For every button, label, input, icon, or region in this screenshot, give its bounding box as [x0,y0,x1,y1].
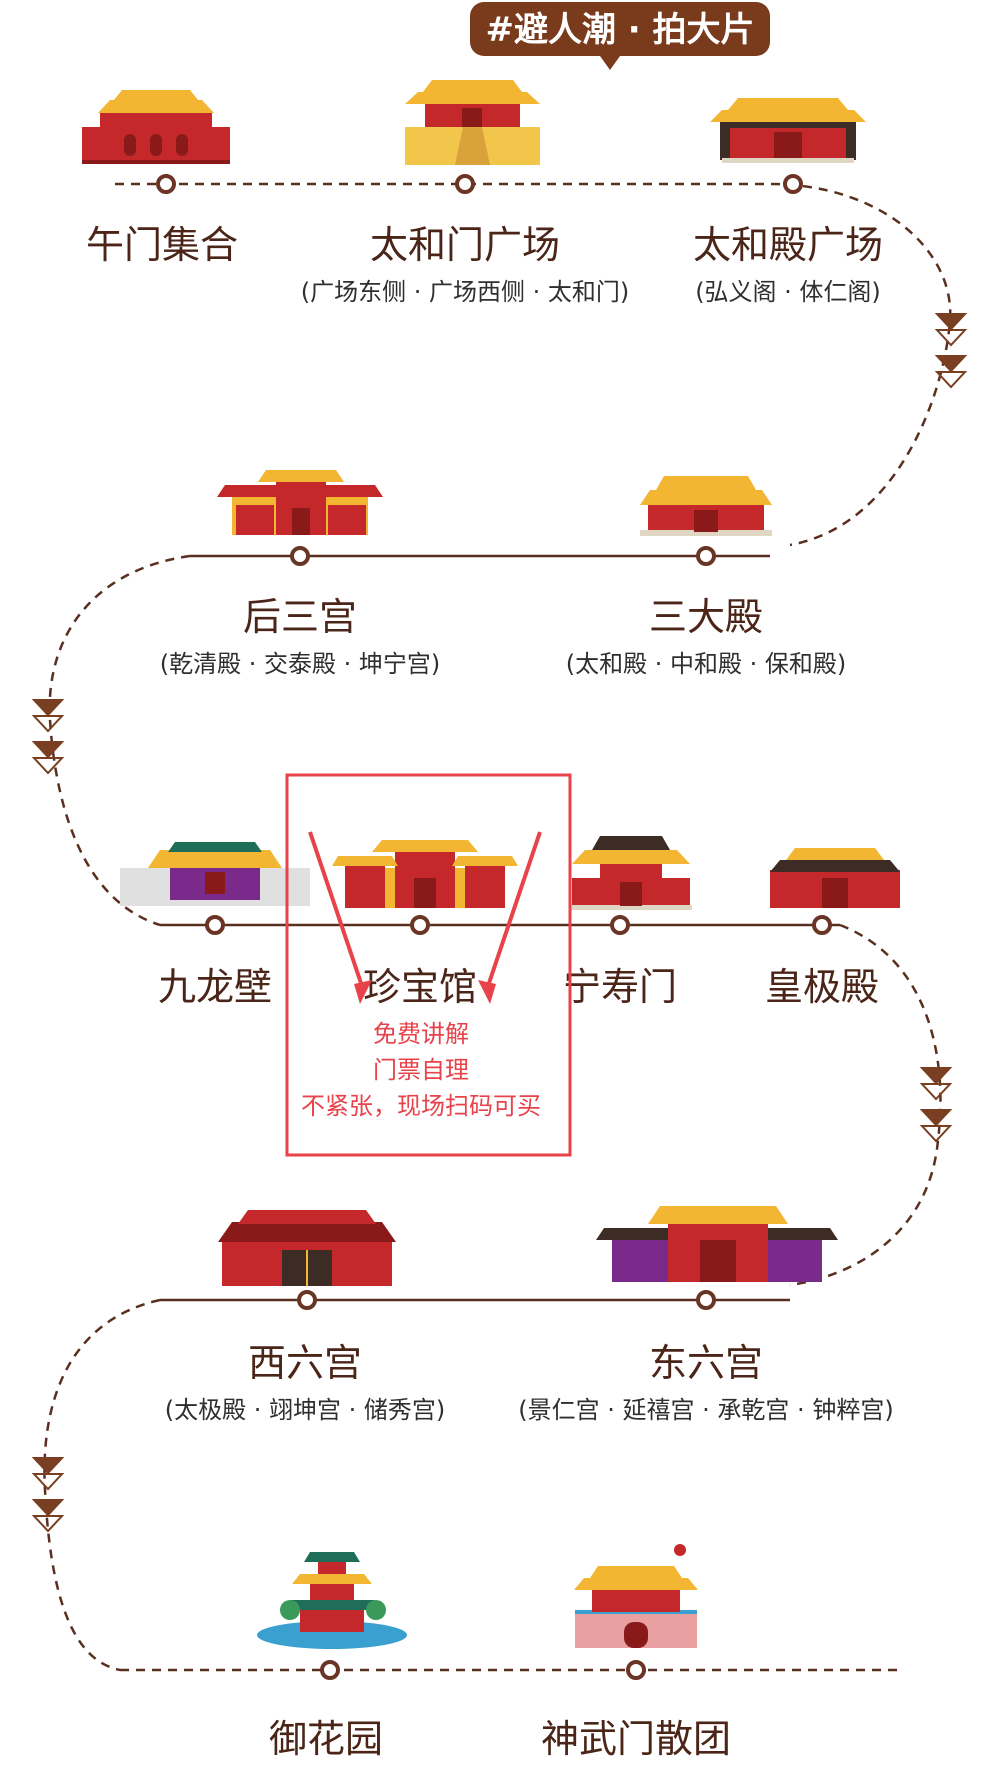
highlight-arrow-left [308,831,366,993]
highlight-arrow-right [484,831,542,993]
building-eastern-six-palaces [596,1206,838,1282]
chevrons-2 [31,699,65,775]
stop-name-6: 九龙壁 [158,965,272,1009]
stop-sub-4: (乾清殿 · 交泰殿 · 坤宁宫) [160,650,441,678]
stop-labels: 午门集合 太和门广场 (广场东侧 · 广场西侧 · 太和门) 太和殿广场 (弘义… [86,223,894,1761]
title-badge: #避人潮 · 拍大片 [470,2,770,70]
stop-sub-5: (太和殿 · 中和殿 · 保和殿) [566,650,847,678]
stop-dot-8 [610,915,630,935]
stop-dot-5 [696,546,716,566]
building-rear-three-palaces [217,470,383,535]
treasure-gallery-highlight: 免费讲解 门票自理 不紧张，现场扫码可买 [285,773,572,1157]
stop-sub-3: (弘义阁 · 体仁阁) [695,278,881,306]
stop-sub-11: (景仁宫 · 延禧宫 · 承乾宫 · 钟粹宫) [518,1396,893,1424]
track [43,182,952,1672]
stop-name-3: 太和殿广场 [693,223,883,267]
stop-name-12: 御花园 [269,1717,383,1761]
chevrons-4 [31,1457,65,1533]
building-meridian-gate [82,90,230,164]
stop-sub-2: (广场东侧 · 广场西侧 · 太和门) [301,278,630,306]
stop-name-9: 皇极殿 [765,965,879,1009]
stop-sub-10: (太极殿 · 翊坤宫 · 储秀宫) [165,1396,446,1424]
building-western-six-palaces [218,1210,396,1286]
stop-dot-7 [410,915,430,935]
building-nine-dragon-wall [120,842,310,906]
stop-dots [156,174,832,1680]
track-row-2-curve [48,554,191,927]
stop-name-1: 午门集合 [86,223,238,267]
highlight-line-3: 不紧张，现场扫码可买 [301,1092,541,1120]
stop-name-2: 太和门广场 [370,223,560,267]
stop-name-13: 神武门散团 [541,1717,731,1761]
building-three-great-halls [640,476,772,536]
stop-name-11: 东六宫 [649,1341,763,1385]
track-row-3-curve [789,923,942,1287]
stop-dot-9 [812,915,832,935]
building-gate-of-divine-might [574,1544,698,1648]
badge-text: #避人潮 · 拍大片 [485,10,754,50]
stop-name-4: 后三宫 [243,595,357,639]
highlight-line-2: 门票自理 [373,1056,469,1084]
stop-dot-10 [297,1290,317,1310]
stop-dot-4 [290,546,310,566]
track-row-4-curve [43,1298,161,1672]
stop-dot-13 [626,1660,646,1680]
stop-dot-11 [696,1290,716,1310]
building-hall-of-supreme-harmony [710,98,866,163]
building-gate-of-tranquil-longevity [570,836,692,910]
chevrons-3 [919,1067,953,1143]
building-treasure-gallery [332,840,518,908]
track-row-1 [115,182,952,547]
stop-dot-2 [455,174,475,194]
stop-name-7: 珍宝馆 [363,965,477,1009]
stop-dot-12 [320,1660,340,1680]
building-imperial-garden [257,1552,407,1649]
stop-name-10: 西六宫 [248,1341,362,1385]
building-gate-of-supreme-harmony [405,80,540,165]
stop-name-8: 宁寿门 [563,965,677,1009]
building-hall-of-imperial-supremacy [770,848,900,908]
stop-dot-1 [156,174,176,194]
stop-dot-3 [783,174,803,194]
stop-dot-6 [205,915,225,935]
highlight-line-1: 免费讲解 [373,1020,469,1048]
stop-name-5: 三大殿 [649,595,763,639]
chevrons-1 [934,313,968,389]
highlight-box [285,773,572,1157]
